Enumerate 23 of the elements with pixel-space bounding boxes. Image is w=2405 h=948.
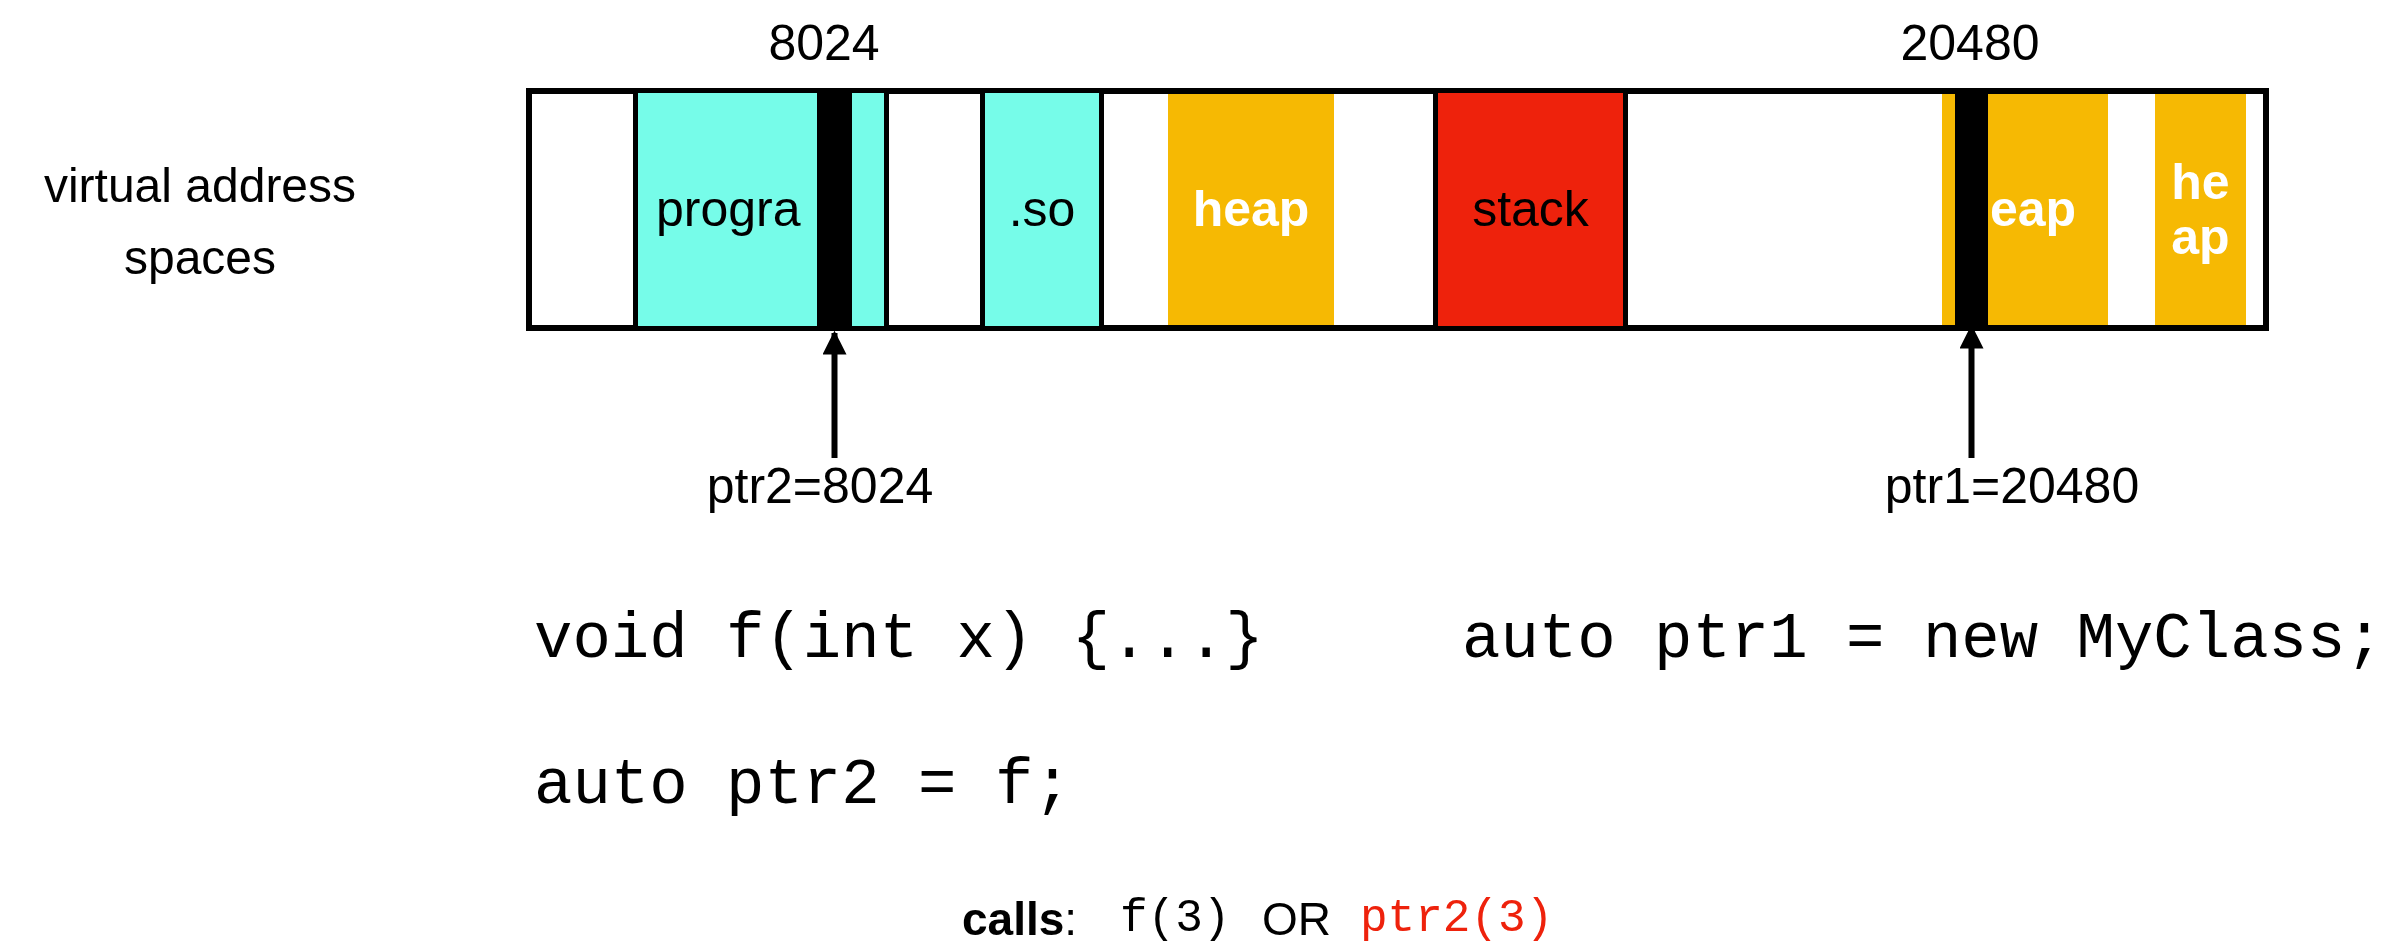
heap-segment [2155,94,2246,325]
operator-label: OR [1262,896,1331,942]
heap-segment [1168,94,1334,325]
calls-label: calls: [962,896,1078,942]
arrow [822,330,847,458]
segment-label: heap [1192,182,1310,237]
address-space-bar [526,88,2269,331]
code-call: ptr2(3) [1360,896,1554,942]
segment-label: eap [1990,182,2077,237]
heap-segment [1942,94,2108,325]
segment-label: heap [2170,154,2231,265]
axis-label: virtual address spaces [42,158,358,286]
pointer-value: ptr1=20480 [1884,458,2140,514]
code-line: auto ptr1 = new MyClass; [1462,608,2384,672]
address-value: 8024 [767,18,881,68]
code-line: auto ptr2 = f; [534,754,1072,818]
segment-label: stack [1472,182,1589,237]
address-value: 20480 [1899,18,2041,68]
code-call: f(3) [1120,896,1231,942]
pointer-value: ptr2=8024 [706,458,934,514]
segment-label: progra [656,182,801,237]
code-line: void f(int x) {...} [534,608,1264,672]
segment-label: .so [1008,182,1076,237]
